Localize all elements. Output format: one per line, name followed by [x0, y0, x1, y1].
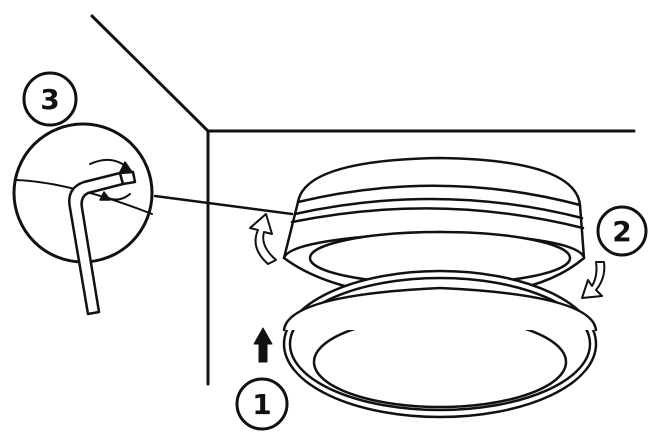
step-number-2: 2 — [612, 215, 631, 248]
step-badge-1 — [235, 377, 289, 431]
zoom-callout-circle — [12, 122, 154, 316]
step-number-3: 3 — [40, 83, 59, 116]
callout-leader-line — [153, 194, 294, 216]
rotate-arrow-icon — [249, 213, 277, 265]
light-fixture-ring — [282, 269, 598, 419]
rotate-arrow-icon — [581, 261, 606, 299]
step-badge-2 — [596, 205, 648, 257]
ceiling-corner-lines — [90, 14, 636, 386]
step-badge-3 — [22, 71, 78, 127]
step-number-1: 1 — [252, 388, 271, 421]
light-fixture-base — [282, 156, 586, 300]
push-up-arrow-icon — [253, 327, 273, 363]
